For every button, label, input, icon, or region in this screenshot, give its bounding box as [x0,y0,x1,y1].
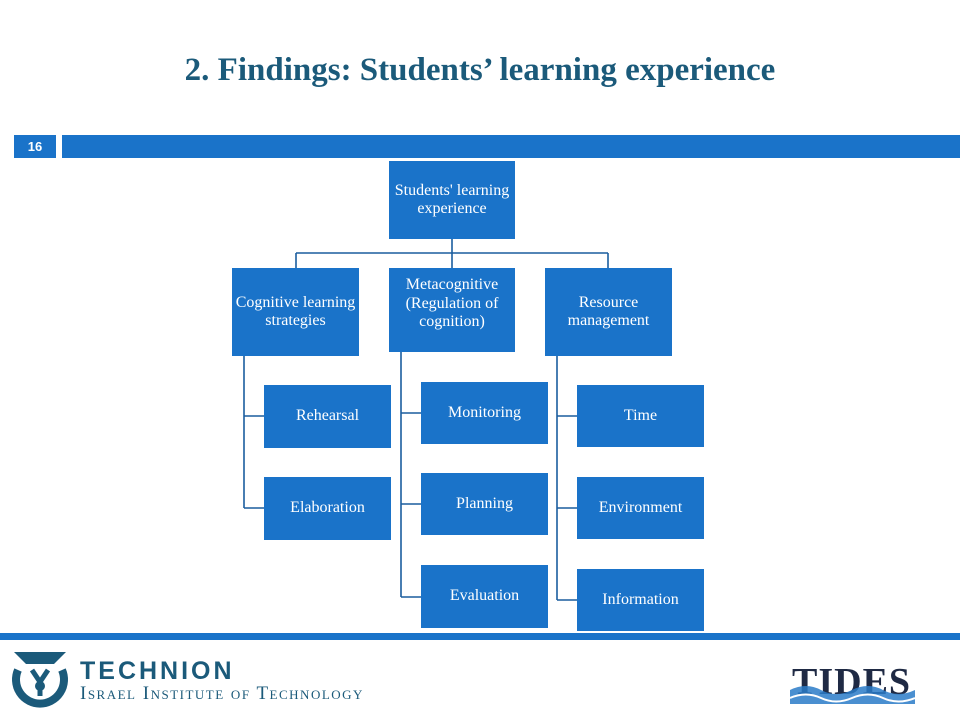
footer-divider-bar [0,633,960,640]
technion-logo-icon [12,652,68,708]
leaf-node-time: Time [577,385,704,447]
institution-name: TECHNION [80,657,235,685]
slide-title: 2. Findings: Students’ learning experien… [184,52,776,88]
leaf-node-information: Information [577,569,704,631]
tides-logo-icon: TIDES [790,661,915,704]
leaf-node-rehearsal: Rehearsal [264,385,391,448]
leaf-node-monitoring: Monitoring [421,382,548,444]
institution-subtitle: Israel Institute of Technology [80,683,364,704]
slide-number: 16 [14,135,56,158]
branch-node-metacognitive: Metacognitive (Regulation of cognition) [389,268,515,352]
leaf-node-evaluation: Evaluation [421,565,548,628]
header-divider-bar [62,135,960,158]
branch-node-resource: Resource management [545,268,672,356]
branch-node-cognitive: Cognitive learning strategies [232,268,359,356]
leaf-node-environment: Environment [577,477,704,539]
leaf-node-elaboration: Elaboration [264,477,391,540]
root-node: Students' learning experience [389,161,515,239]
leaf-node-planning: Planning [421,473,548,535]
